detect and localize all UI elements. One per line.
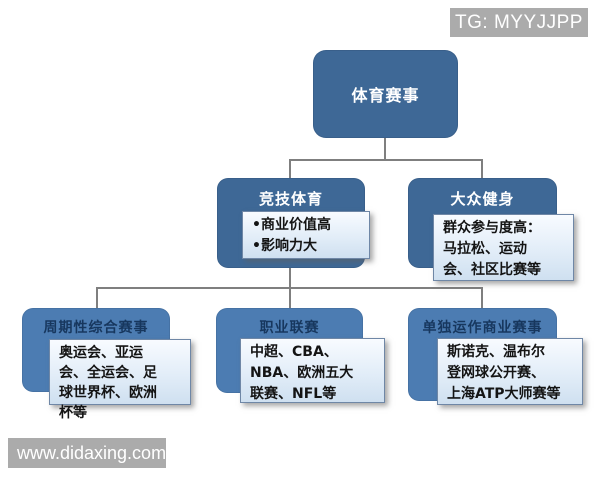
note-mass-fitness: 群众参与度高： 马拉松、运动 会、社区比赛等: [433, 214, 574, 281]
note-line: •影响力大: [252, 238, 317, 254]
connector-competitive-stem: [289, 267, 291, 289]
node-competitive-sports-label: 竞技体育: [258, 190, 323, 208]
note-line: 联赛、NFL等: [250, 386, 337, 402]
note-periodic-comprehensive-events: 奥运会、亚运 会、全运会、足 球世界杯、欧洲 杯等: [49, 339, 191, 421]
connector-level2-right-drop: [481, 159, 483, 179]
connector-level3-middle-drop: [289, 287, 291, 309]
note-competitive-sports: •商业价值高 •影响力大: [242, 211, 370, 259]
connector-level2-left-drop: [289, 159, 291, 179]
website-watermark: www.didaxing.com: [8, 438, 166, 468]
note-independent-commercial-events: 斯诺克、温布尔 登网球公开赛、 上海ATP大师赛等: [437, 338, 583, 405]
note-line: NBA、欧洲五大: [250, 365, 354, 381]
note-line: 杯等: [59, 405, 87, 421]
connector-level3-right-drop: [481, 287, 483, 309]
connector-level2-crossbar: [289, 159, 483, 161]
node-sports-events-label: 体育赛事: [351, 86, 420, 105]
note-professional-leagues: 中超、CBA、 NBA、欧洲五大 联赛、NFL等: [240, 338, 385, 403]
note-line: 中超、CBA、: [250, 344, 338, 360]
note-line: 上海ATP大师赛等: [447, 386, 561, 402]
node-independent-commercial-events-label: 单独运作商业赛事: [422, 320, 543, 336]
telegram-watermark: TG: MYYJJPP: [450, 8, 588, 37]
note-line: •商业价值高: [252, 217, 331, 233]
note-line: 奥运会、亚运: [59, 345, 143, 361]
note-line: 会、全运会、足: [59, 365, 157, 381]
note-line: 群众参与度高：: [443, 220, 541, 236]
node-sports-events: 体育赛事: [313, 50, 458, 138]
note-line: 球世界杯、欧洲: [59, 385, 157, 401]
note-line: 马拉松、运动: [443, 241, 527, 257]
node-professional-leagues-label: 职业联赛: [259, 320, 320, 336]
node-periodic-comprehensive-events-label: 周期性综合赛事: [43, 320, 149, 336]
connector-level3-left-drop: [96, 287, 98, 309]
connector-root-stem: [384, 138, 386, 161]
note-line: 登网球公开赛、: [447, 365, 545, 381]
note-line: 斯诺克、温布尔: [447, 344, 545, 360]
node-mass-fitness-label: 大众健身: [450, 190, 515, 208]
note-line: 会、社区比赛等: [443, 262, 541, 278]
